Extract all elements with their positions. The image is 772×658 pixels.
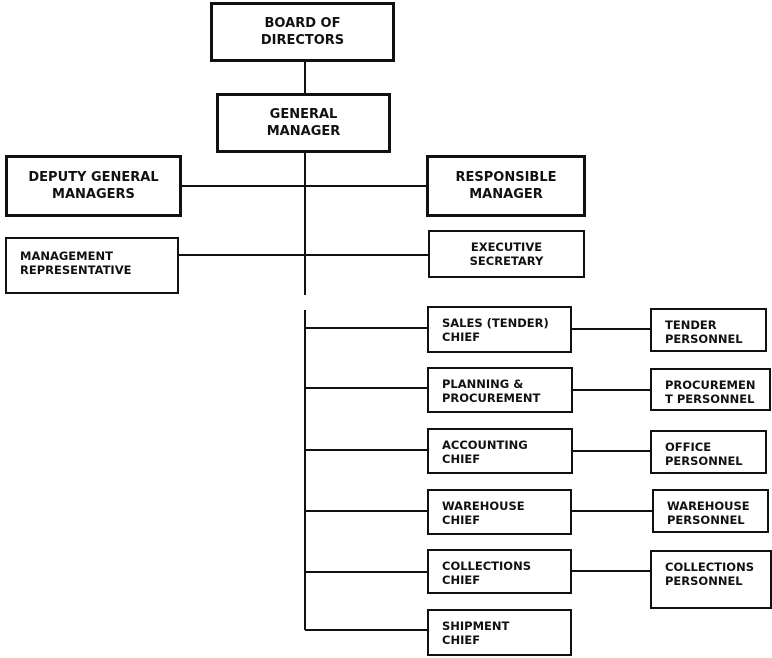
accounting-chief-box: ACCOUNTING CHIEF xyxy=(427,428,573,474)
general-manager-label: GENERAL MANAGER xyxy=(266,107,341,139)
shipment-chief-box: SHIPMENT CHIEF xyxy=(427,609,572,656)
warehouse-personnel-label: WAREHOUSE PERSONNEL xyxy=(667,499,750,527)
collections-personnel-box: COLLECTIONS PERSONNEL xyxy=(650,550,772,609)
office-personnel-label: OFFICE PERSONNEL xyxy=(665,440,743,468)
office-personnel-box: OFFICE PERSONNEL xyxy=(650,430,767,474)
warehouse-chief-box: WAREHOUSE CHIEF xyxy=(427,489,572,535)
collections-chief-label: COLLECTIONS CHIEF xyxy=(442,559,531,587)
warehouse-chief-label: WAREHOUSE CHIEF xyxy=(442,499,525,527)
accounting-chief-label: ACCOUNTING CHIEF xyxy=(442,438,528,466)
executive-secretary-box: EXECUTIVE SECRETARY xyxy=(428,230,585,278)
collections-personnel-label: COLLECTIONS PERSONNEL xyxy=(665,560,754,588)
board-of-directors-box: BOARD OF DIRECTORS xyxy=(210,2,395,62)
tender-personnel-box: TENDER PERSONNEL xyxy=(650,308,767,352)
responsible-manager-box: RESPONSIBLE MANAGER xyxy=(426,155,586,217)
executive-secretary-label: EXECUTIVE SECRETARY xyxy=(469,240,544,268)
shipment-chief-label: SHIPMENT CHIEF xyxy=(442,619,510,647)
planning-procurement-label: PLANNING & PROCUREMENT xyxy=(442,377,541,405)
procurement-personnel-box: PROCUREMEN T PERSONNEL xyxy=(650,368,771,411)
board-of-directors-label: BOARD OF DIRECTORS xyxy=(260,16,345,48)
deputy-general-managers-box: DEPUTY GENERAL MANAGERS xyxy=(5,155,182,217)
collections-chief-box: COLLECTIONS CHIEF xyxy=(427,549,572,594)
management-representative-box: MANAGEMENT REPRESENTATIVE xyxy=(5,237,179,294)
planning-procurement-box: PLANNING & PROCUREMENT xyxy=(427,367,573,413)
sales-chief-box: SALES (TENDER) CHIEF xyxy=(427,306,572,353)
warehouse-personnel-box: WAREHOUSE PERSONNEL xyxy=(652,489,769,533)
deputy-general-managers-label: DEPUTY GENERAL MANAGERS xyxy=(28,170,159,202)
management-representative-label: MANAGEMENT REPRESENTATIVE xyxy=(20,249,132,277)
responsible-manager-label: RESPONSIBLE MANAGER xyxy=(455,170,557,202)
sales-chief-label: SALES (TENDER) CHIEF xyxy=(442,316,549,344)
tender-personnel-label: TENDER PERSONNEL xyxy=(665,318,743,346)
procurement-personnel-label: PROCUREMEN T PERSONNEL xyxy=(665,378,756,406)
general-manager-box: GENERAL MANAGER xyxy=(216,93,391,153)
